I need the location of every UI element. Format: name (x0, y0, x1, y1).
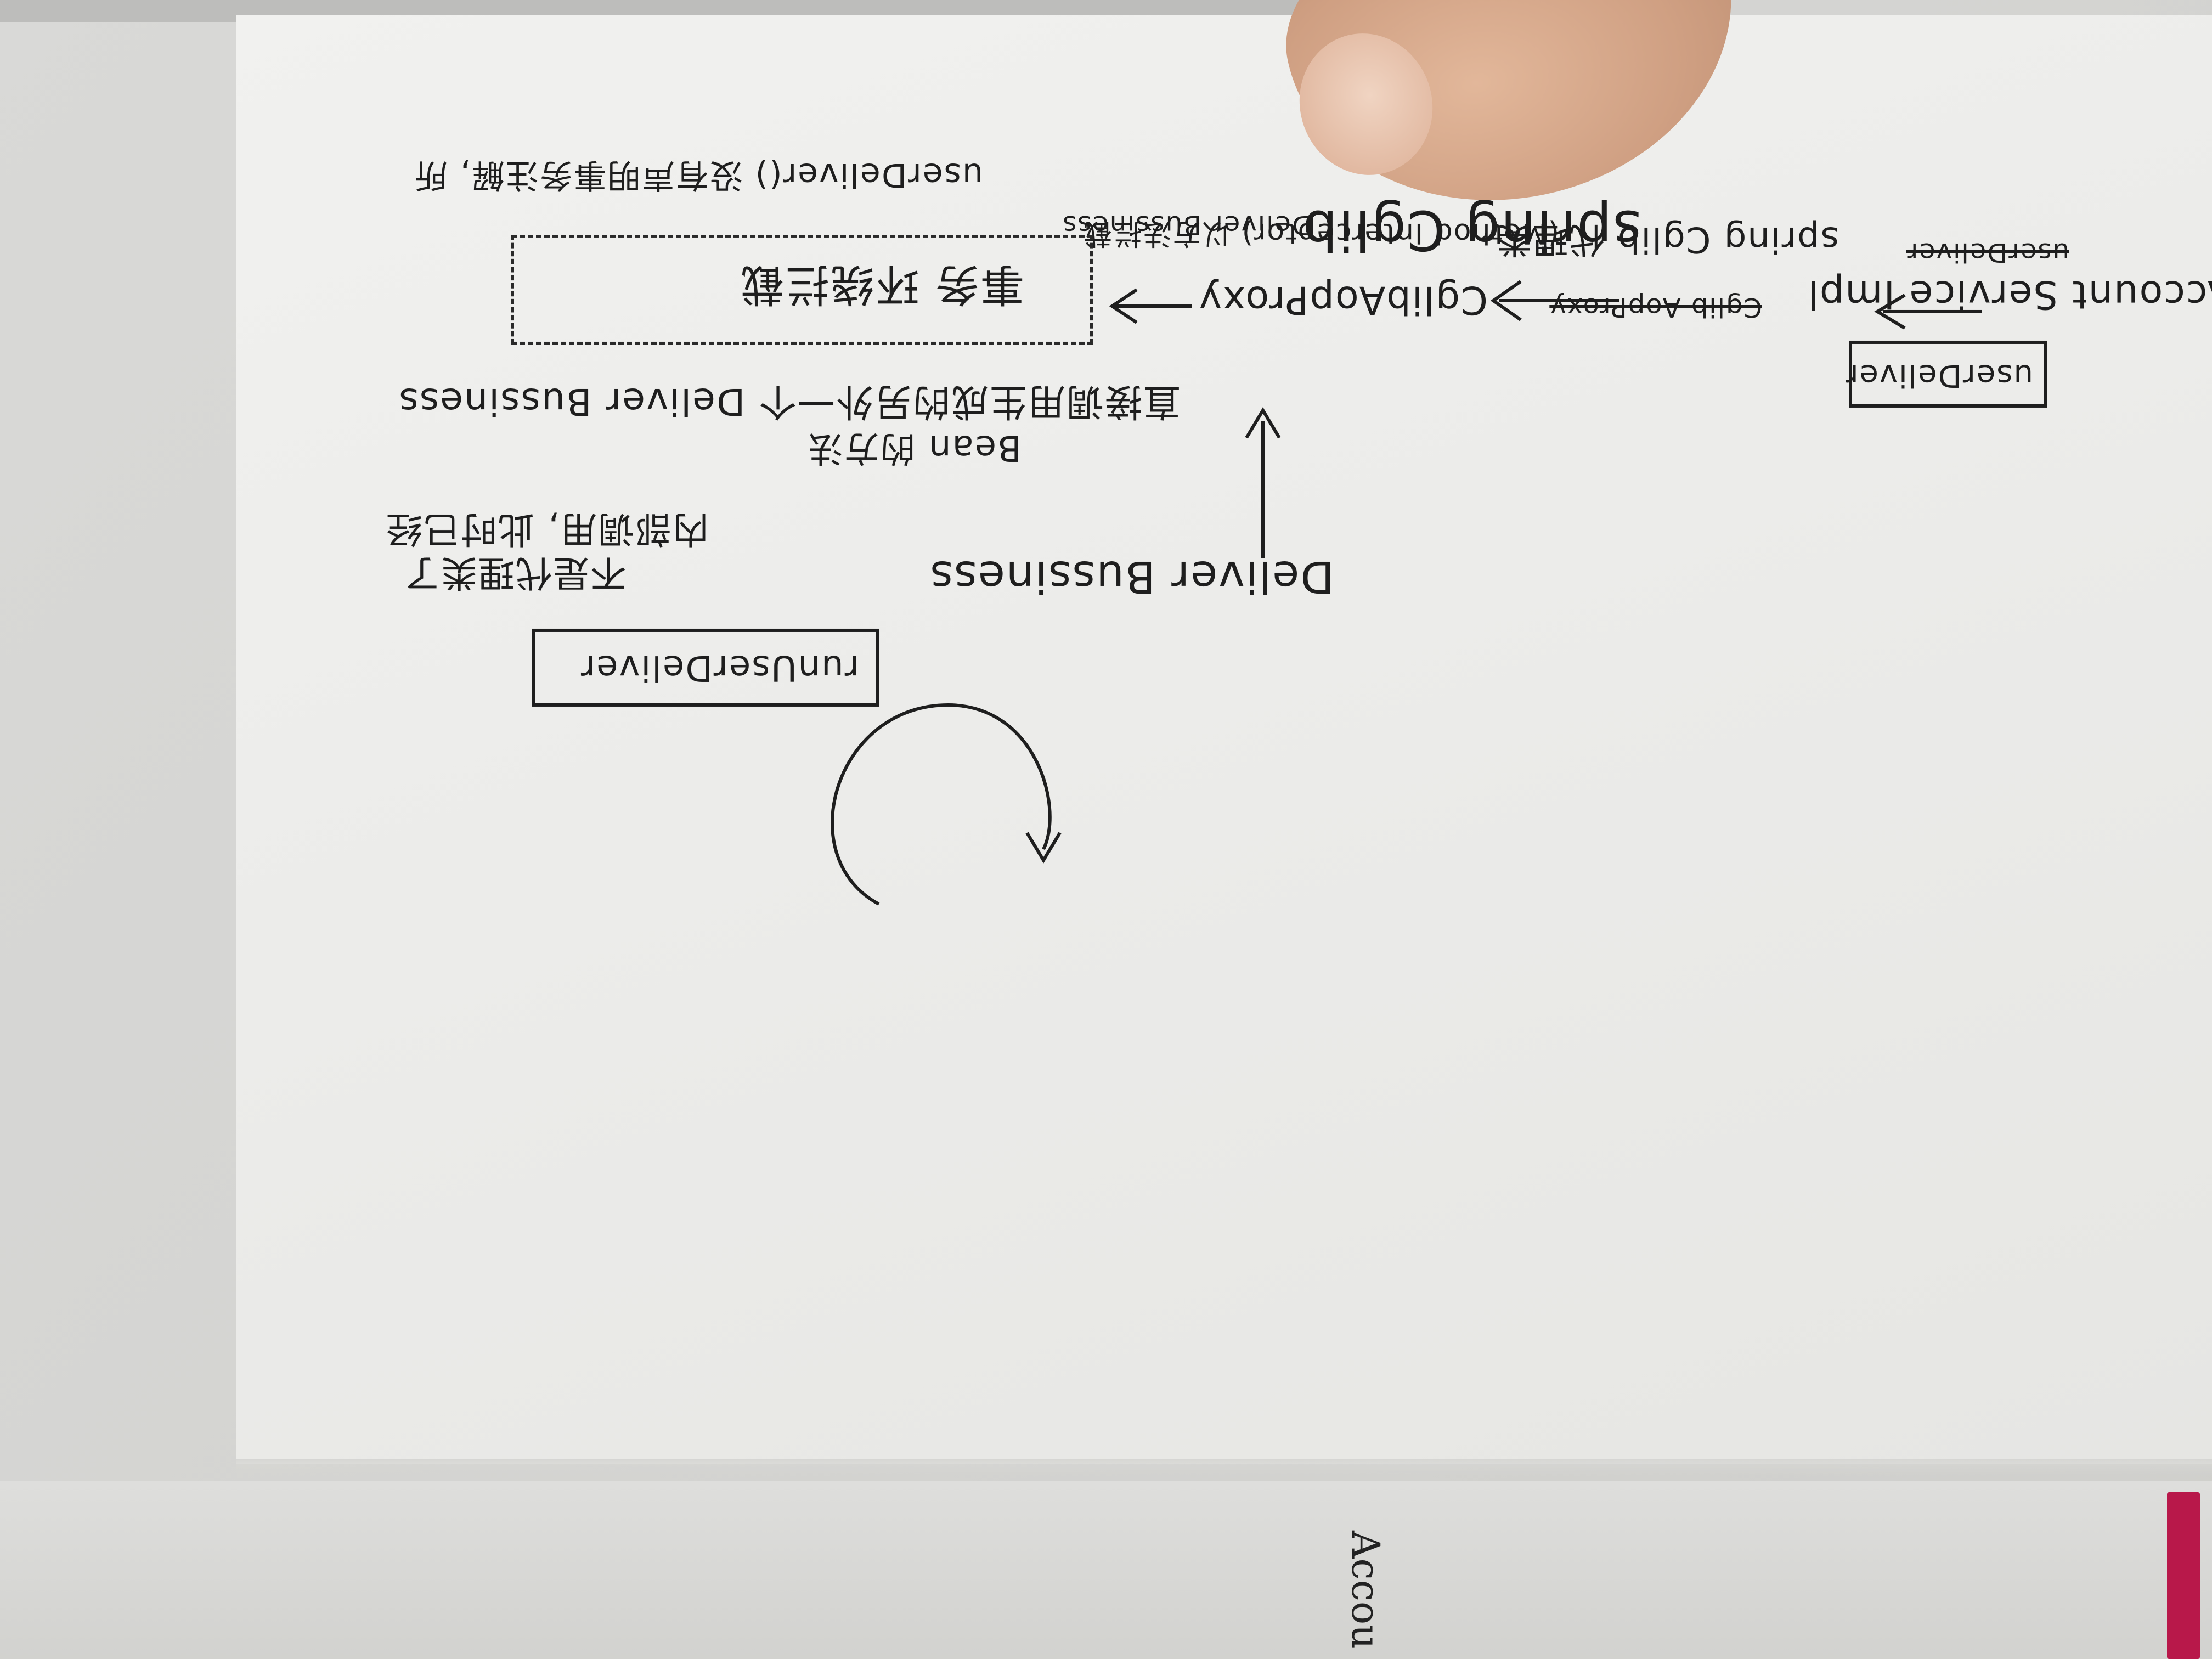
struck-label-2: Cglib AopProxy (1549, 292, 1762, 323)
not-proxy-note: 不是代理类了 (403, 552, 627, 594)
page-shadow (236, 1459, 2212, 1476)
method-interceptor-label: (Method Interceptor) 以方法拦截 (1082, 217, 1559, 250)
direct-call-note: 直接调用生成的另外一个 Deliver Bussiness (398, 380, 1181, 423)
loop-arrow (831, 703, 1052, 906)
bookmark-ribbon (2167, 1492, 2200, 1659)
deliver-bussiness-label: Deliver Bussiness (929, 551, 1334, 602)
run-user-deliver-box: runUserDeliver (532, 629, 879, 707)
user-deliver-box-label: userDeliver (1844, 358, 2033, 393)
cglib-aop-proxy-label: CglibAopProxy (1198, 278, 1488, 323)
arrowhead (1245, 407, 1281, 439)
transaction-intercept-box: 事务 环绕拦截 (511, 235, 1093, 345)
facing-page-text: Accou (1343, 1531, 1388, 1650)
run-user-deliver-label: runUserDeliver (579, 647, 859, 688)
user-deliver-annotation-note: userDeliver() 没有声明事务注解, 所 (413, 156, 983, 194)
account-service-label: Account Service Impl (1807, 272, 2212, 317)
arrowhead (1874, 294, 1906, 330)
notebook-page (236, 15, 2212, 1464)
struck-label: userDeliver (1906, 237, 2069, 268)
transaction-intercept-label: 事务 环绕拦截 (739, 259, 1024, 310)
handwritten-notes: spring Cglib Deliver Bussiness Account S… (236, 15, 2212, 1464)
bean-method-note: Bean 的方法 (806, 427, 1022, 468)
arrow-marks (831, 280, 1982, 906)
user-deliver-box: userDeliver (1845, 341, 2047, 408)
facing-page: Accou (0, 1481, 2212, 1659)
arrowhead (1490, 280, 1522, 321)
arrowhead (1109, 288, 1138, 324)
arrowhead (1025, 832, 1062, 864)
